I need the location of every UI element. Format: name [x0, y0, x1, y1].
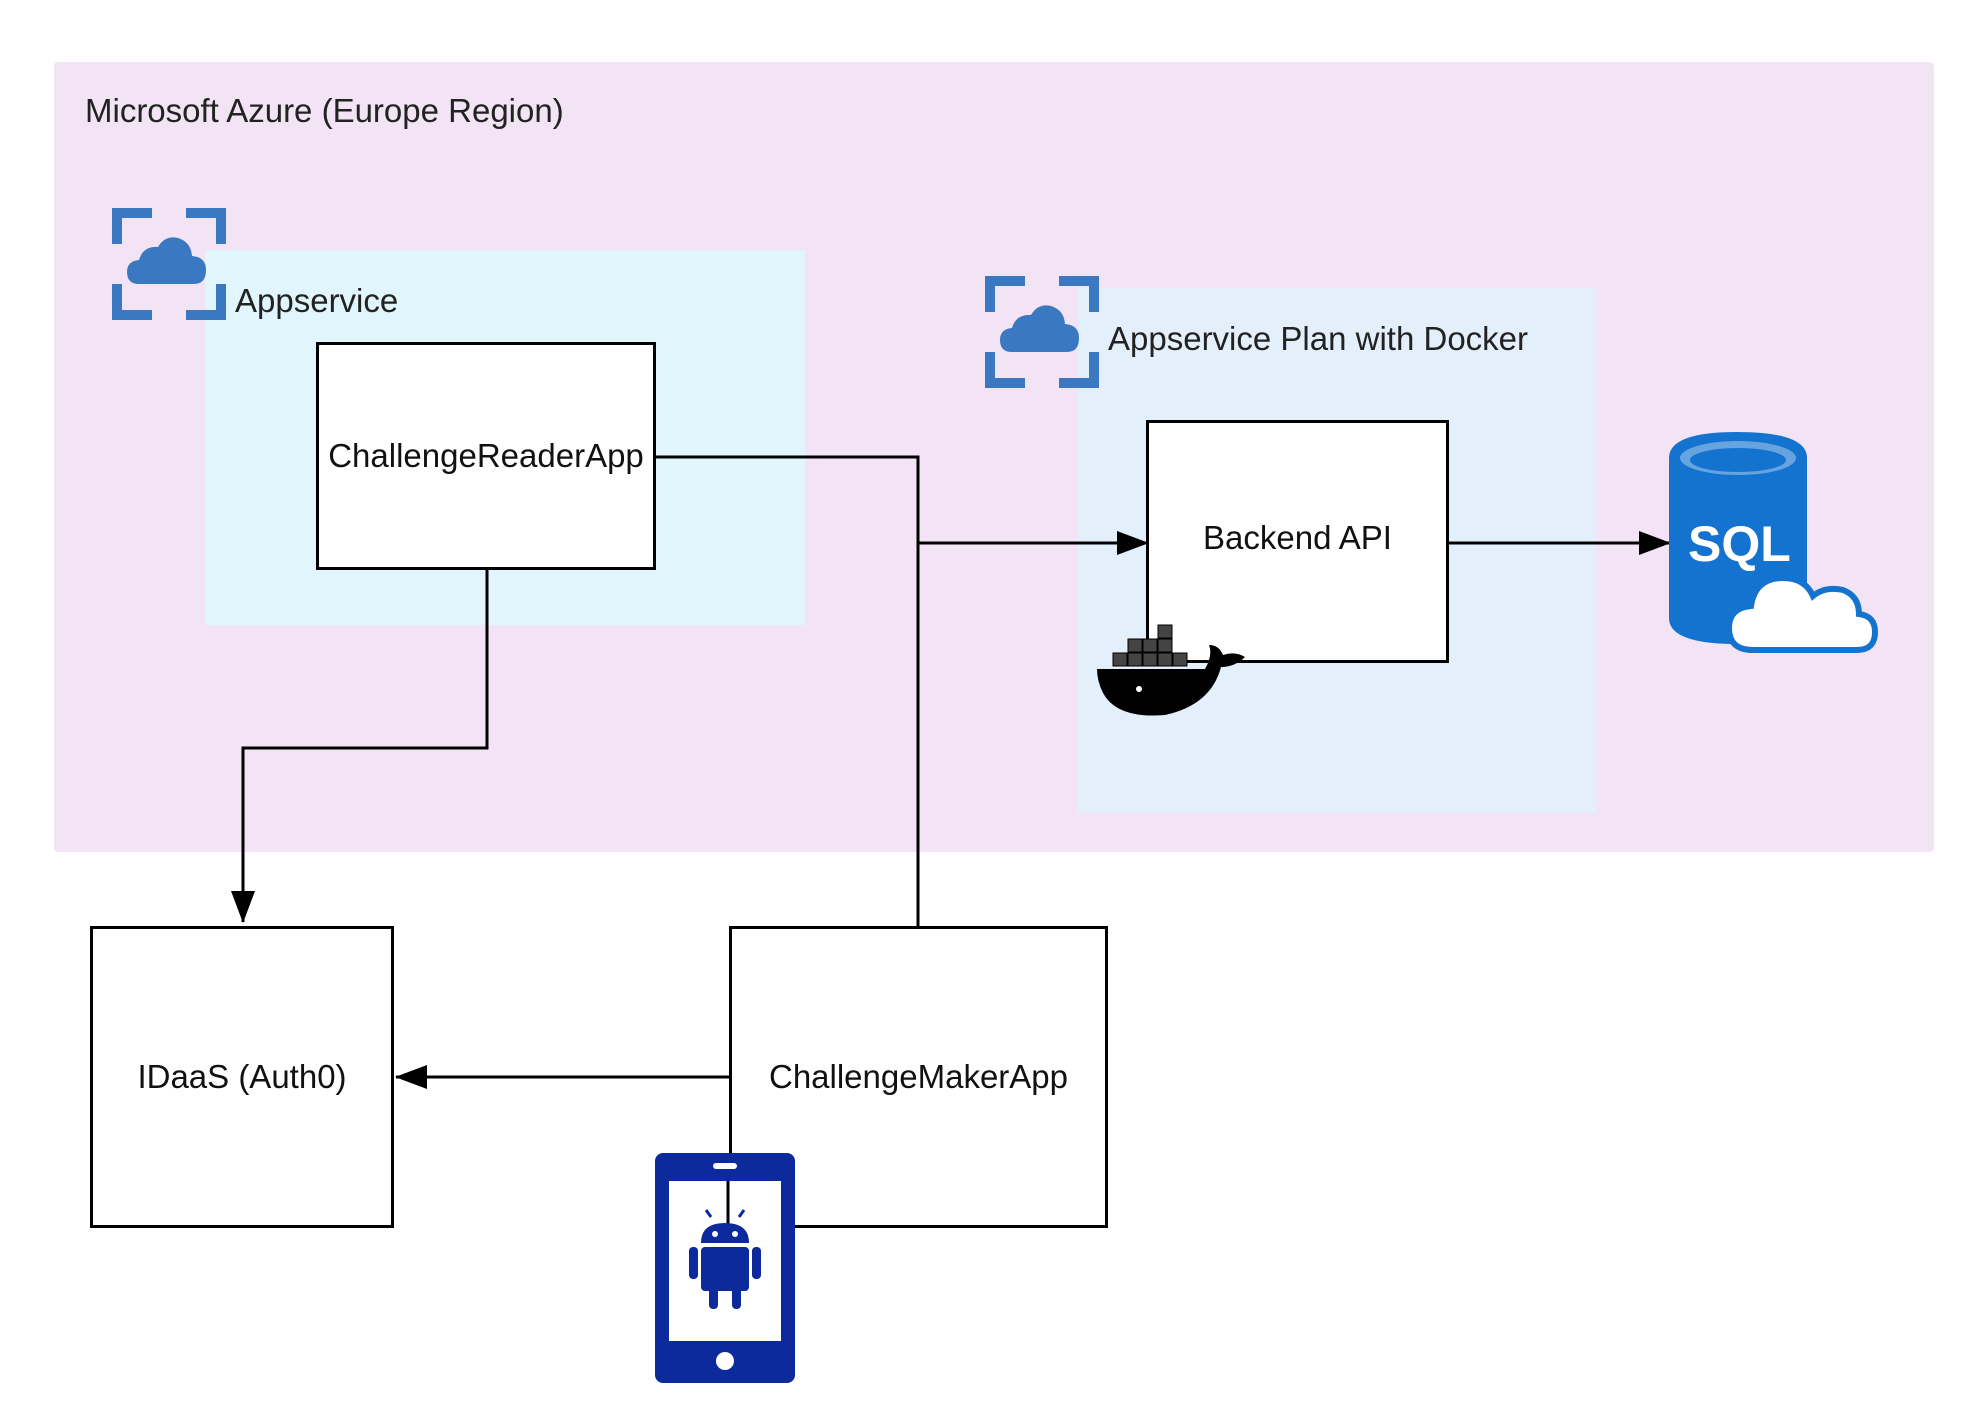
node-idaas[interactable]: IDaaS (Auth0) [90, 926, 394, 1228]
appservice-docker-label: Appservice Plan with Docker [1108, 320, 1529, 357]
edge-reader-to-idaas [231, 570, 489, 923]
node-challenge-reader-app[interactable]: ChallengeReaderApp [316, 342, 656, 570]
node-backend-api-label: Backend API [1203, 518, 1392, 556]
node-challenge-maker-app-label: ChallengeMakerApp [768, 1058, 1068, 1095]
edge-reader-to-backend [656, 455, 1149, 555]
node-idaas-label: IDaaS (Auth0) [137, 1058, 347, 1095]
azure-app-service-icon [985, 276, 1099, 388]
node-backend-api[interactable]: Backend API [1146, 420, 1449, 663]
azure-sql-database-icon: SQL [1669, 432, 1879, 653]
sql-icon-label: SQL [1688, 516, 1791, 572]
android-phone-icon [655, 1153, 795, 1383]
azure-region-label: Microsoft Azure (Europe Region) [85, 92, 564, 129]
azure-app-service-icon [112, 208, 226, 320]
appservice-label: Appservice [235, 282, 399, 319]
docker-whale-icon [1097, 624, 1245, 716]
node-challenge-reader-app-label: ChallengeReaderApp [328, 437, 644, 474]
